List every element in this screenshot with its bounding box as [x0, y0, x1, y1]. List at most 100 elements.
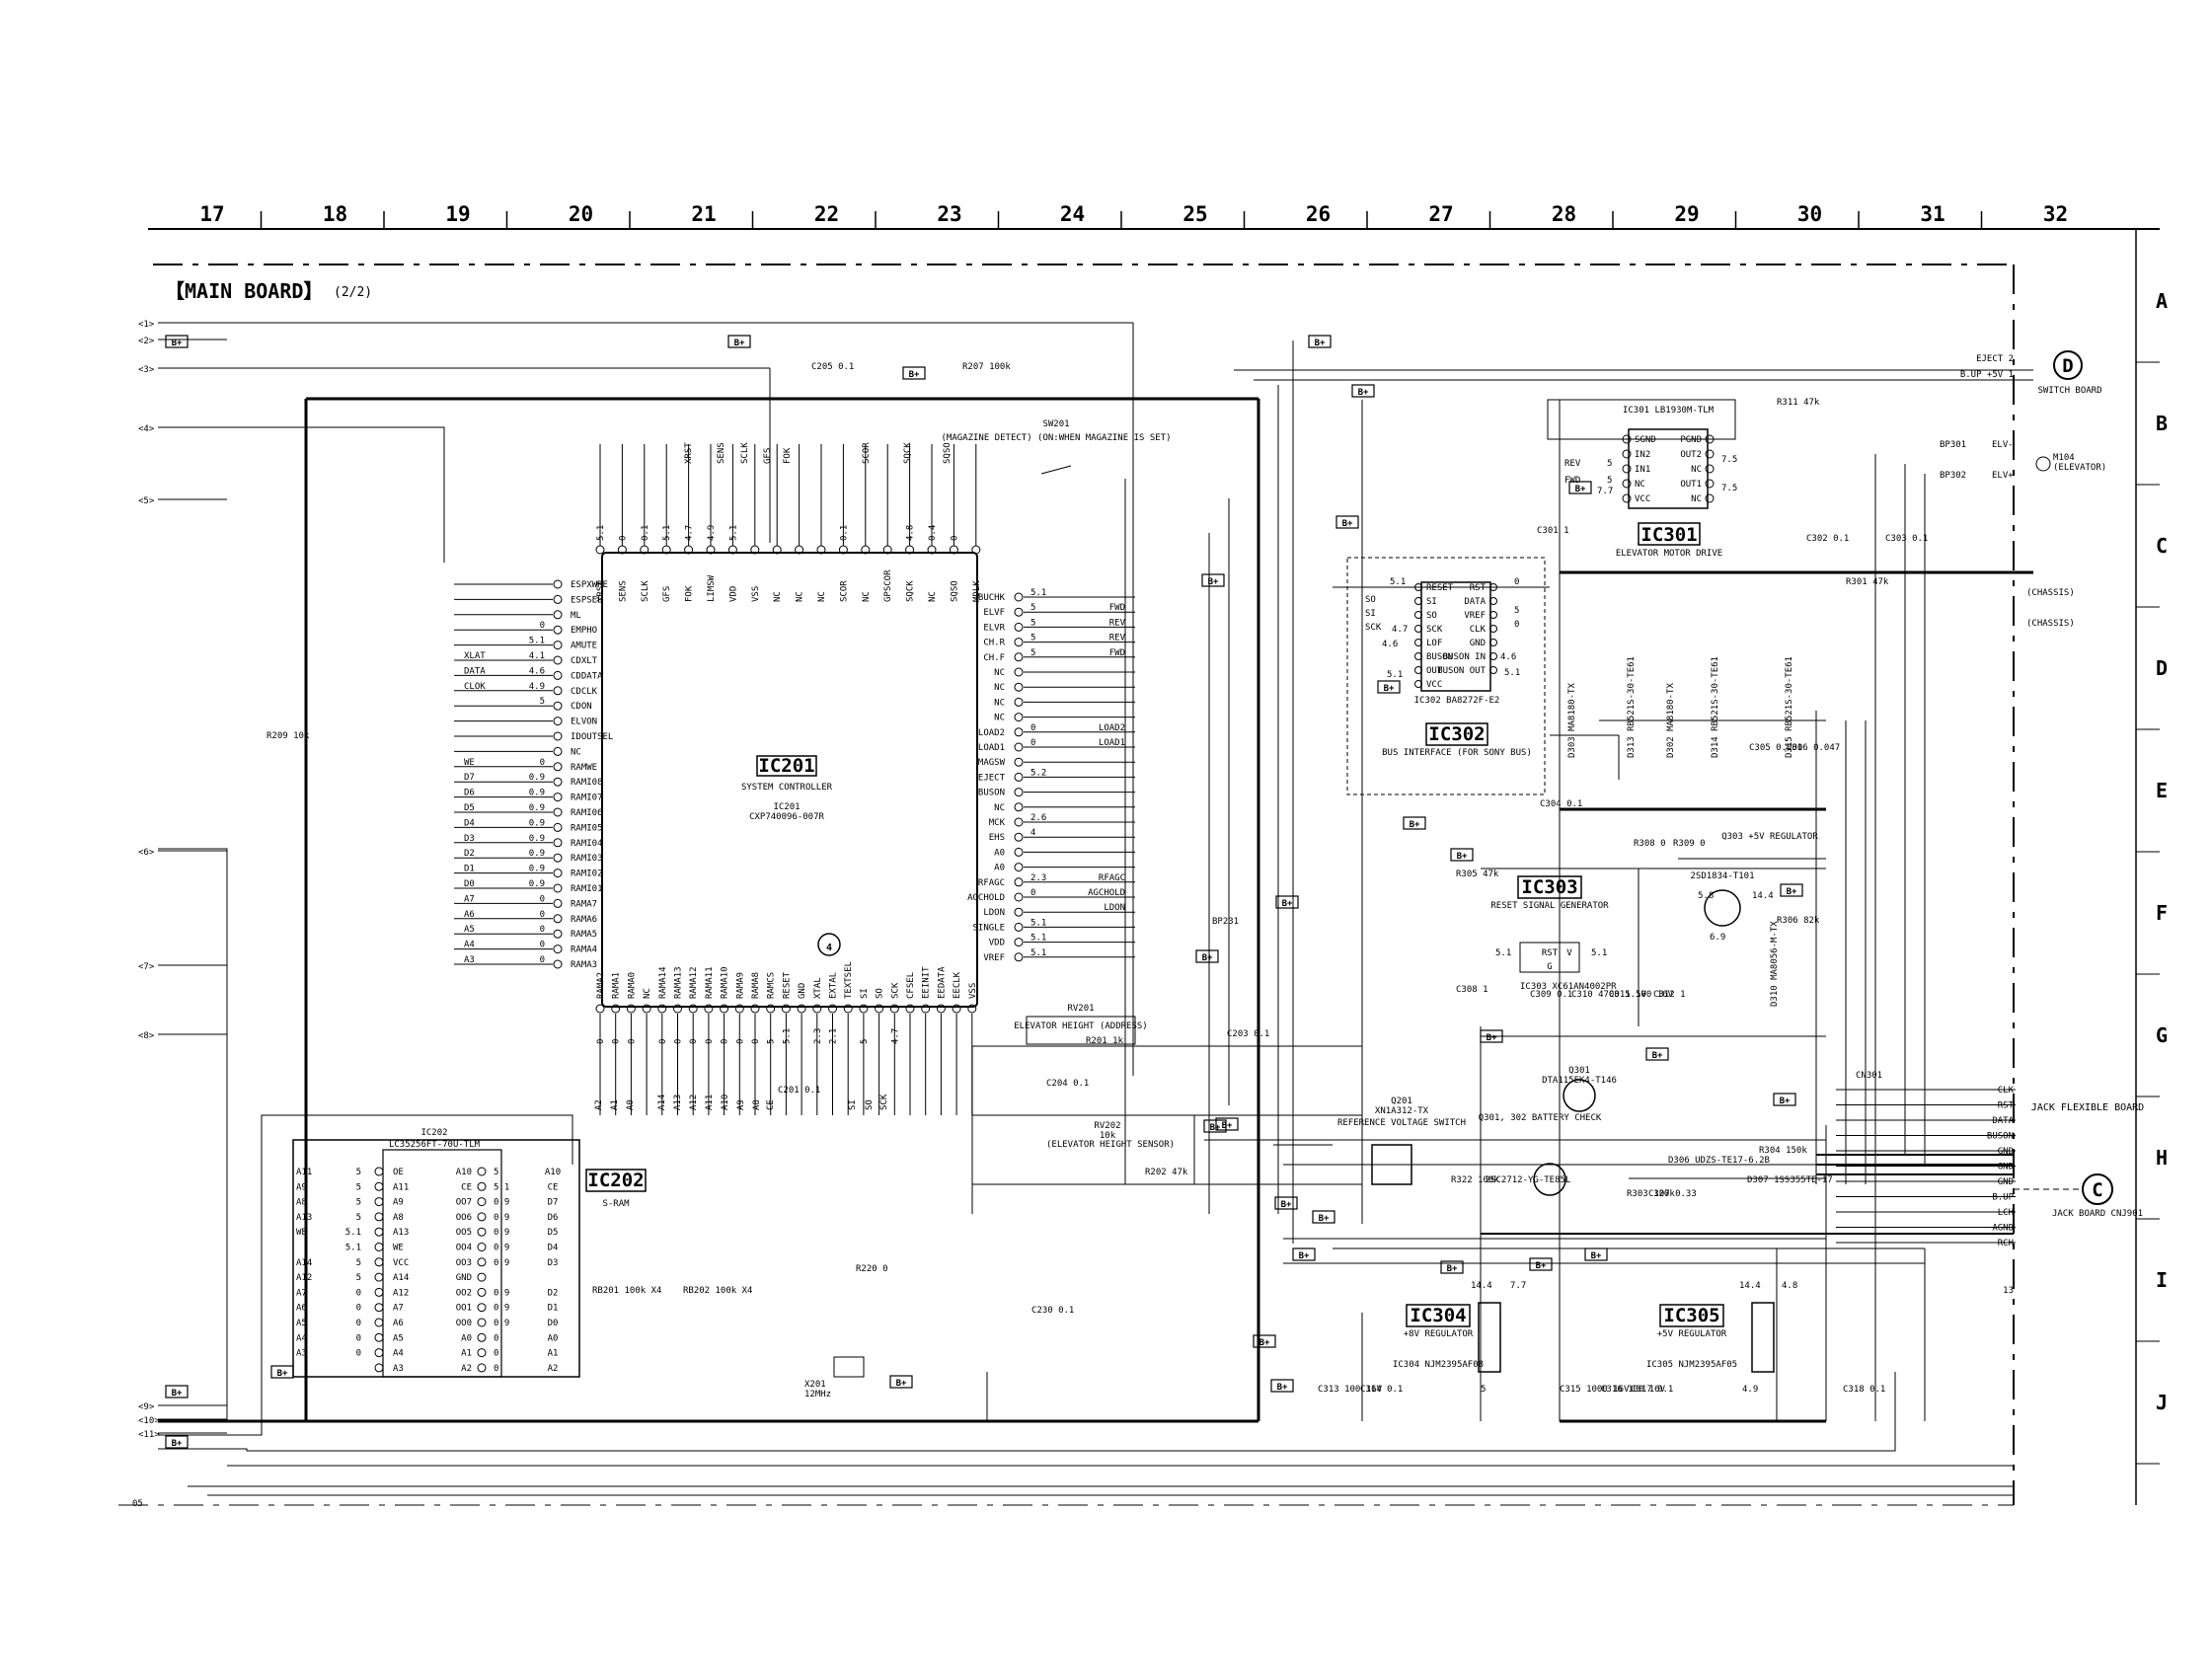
ic201-bottom-signal: A10: [721, 1095, 730, 1110]
ic202-right-pin: OO5: [456, 1228, 472, 1238]
ic302-voltage: 5.1: [1504, 668, 1520, 678]
ic202-pin-marker: [374, 1318, 384, 1327]
ic201-pin-marker: [553, 959, 563, 969]
row-label: H: [2156, 1146, 2168, 1170]
ic202-left-pin: A5: [393, 1333, 404, 1343]
ic301-right-pin: PGND: [1680, 435, 1702, 445]
ic202-pin-marker: [374, 1243, 384, 1251]
part-label: C307 0.33: [1648, 1189, 1697, 1199]
part-label: R309 0: [1673, 839, 1706, 849]
ic201-bottom-pin-label: GND: [798, 983, 807, 999]
bplus-badge: [1584, 1247, 1608, 1261]
ic305-part: IC305 NJM2395AF05: [1646, 1360, 1737, 1370]
ic202-left-pin: A6: [393, 1319, 404, 1328]
ic201-pin-marker: [553, 898, 563, 908]
ic202-left-pin: A7: [393, 1304, 404, 1314]
ic201-left-signal: D1: [464, 865, 475, 874]
ic201-pin-marker: [750, 1004, 760, 1014]
ic201-bottom-pin-label: EECLK: [953, 971, 962, 999]
ic202-left-signal: A8: [296, 1198, 307, 1208]
ic201-left-pin-label: RAMI03: [571, 854, 603, 864]
ic201-bottom-voltage: 5: [767, 1039, 777, 1044]
ic201-pin-marker: [1014, 877, 1024, 887]
ic301-elevator-motor-drive: IC301 LB1930M-TLM IC301 ELEVATOR MOTOR D…: [1547, 399, 1737, 559]
ic302-pin-marker: [1414, 680, 1422, 688]
rv202-value: 10k: [1100, 1131, 1116, 1141]
ic301-right-pin: NC: [1691, 465, 1702, 475]
left-connector-label: <6>: [138, 848, 155, 858]
ic201-bottom-pin-label: NC: [643, 988, 652, 999]
column-label: 31: [1920, 202, 1945, 226]
bplus-label: B+: [734, 339, 745, 348]
part-label: C312 1: [1653, 990, 1686, 1000]
ic201-left-signal: XLAT: [464, 651, 486, 661]
part-label: C309 0.1: [1530, 990, 1572, 1000]
ic201-bottom-signal: A2: [594, 1099, 604, 1110]
ic202-left-voltage: 5: [356, 1213, 361, 1223]
ic305-vout: 4.8: [1782, 1281, 1797, 1291]
ic201-right-voltage: 5: [1030, 634, 1035, 643]
column-label: 24: [1060, 202, 1085, 226]
ic201-right-pin-label: NC: [994, 698, 1005, 708]
ic201-pin-marker: [1014, 652, 1024, 662]
sheet-title: 【MAIN BOARD】: [165, 279, 323, 303]
ic201-top-pin-label: SQCK: [906, 580, 916, 602]
left-connector-label: <3>: [138, 365, 155, 375]
ic201-pin-marker: [766, 1004, 776, 1014]
ic202-left-signal: A7: [296, 1288, 307, 1298]
ic201-part-1: IC201: [773, 802, 800, 812]
ic201-left-signal: CLOK: [464, 682, 486, 692]
bplus-label: B+: [1319, 1214, 1330, 1224]
ic201-bottom-pin-label: SO: [876, 988, 885, 999]
ic201-bottom-pin-label: RAMA14: [658, 966, 668, 999]
ic201-right-pin-label: CH.R: [983, 639, 1005, 648]
ic303-reset-generator: IC303 RESET SIGNAL GENERATOR RST V G 5.1…: [1490, 875, 1617, 992]
ic201-left-signal: A7: [464, 894, 475, 904]
ic201-pin-marker: [1014, 802, 1024, 812]
ic302-left-pin: RESET: [1426, 583, 1454, 593]
ic201-bottom-voltage: 5.1: [782, 1028, 792, 1044]
ic201-pin-marker: [553, 793, 563, 802]
ic201-bottom-voltage: 0: [689, 1039, 699, 1044]
ic301-pin-marker: [1622, 464, 1632, 474]
ic201-bottom-pin-label: RAMA8: [751, 972, 761, 999]
ic201-bottom-signal: A14: [657, 1095, 667, 1110]
ic202-left-signal: A11: [296, 1168, 312, 1177]
ic202-function: S-RAM: [602, 1199, 630, 1209]
ic201-pin-marker: [828, 1004, 837, 1014]
ic201-pin-marker: [1014, 667, 1024, 677]
part-label: R220 0: [856, 1264, 888, 1274]
bplus-badge: [1773, 1093, 1796, 1106]
ic302-voltage: 4.6: [1382, 640, 1398, 649]
ic202-part-2: LC35256FT-70U-TLM: [389, 1140, 481, 1150]
ic201-right-pin-label: CH.F: [983, 653, 1005, 663]
ic202-pin-marker: [374, 1257, 384, 1267]
ic302-right-pin: DATA: [1464, 597, 1486, 607]
left-connectors: <1><2><3><4><5><6><7><8><9><10><11>: [138, 320, 227, 1440]
bplus-label: B+: [1342, 519, 1353, 529]
bplus-label: B+: [172, 1439, 183, 1449]
ic201-right-pin-label: A0: [994, 848, 1005, 858]
bplus-label: B+: [172, 339, 183, 348]
ic201-pin-marker: [553, 717, 563, 726]
ic201-bottom-voltage: 0: [751, 1039, 761, 1044]
ic201-right-pin-label: NC: [994, 668, 1005, 678]
ic201-bottom-pin-label: SCK: [890, 982, 900, 999]
ic202-left-voltage: 5.1: [345, 1244, 361, 1253]
bplus-label: B+: [277, 1369, 288, 1379]
q303-v2: 14.4: [1752, 891, 1774, 901]
ic202-pin-marker: [477, 1167, 487, 1176]
ic201-bottom-signal: SO: [865, 1099, 875, 1110]
ic201-left-pin-label: EMPHO: [571, 626, 597, 636]
ic201-bottom-voltage: 0: [627, 1039, 637, 1044]
ic201-pin-marker: [1014, 607, 1024, 617]
ic201-left-pin-label: AMUTE: [571, 642, 597, 651]
bplus-badge: [1203, 1119, 1227, 1133]
ic301-part: IC301 LB1930M-TLM: [1623, 406, 1715, 416]
ic201-pin-marker: [1014, 592, 1024, 602]
ic201-pin-marker: [553, 731, 563, 741]
column-label: 25: [1182, 202, 1207, 226]
ic201-top-pin-label: VDD: [728, 586, 738, 602]
ic201-left-pin-label: ESPSEL: [571, 595, 603, 605]
ic302-right-pin: BUSON IN: [1443, 652, 1486, 662]
